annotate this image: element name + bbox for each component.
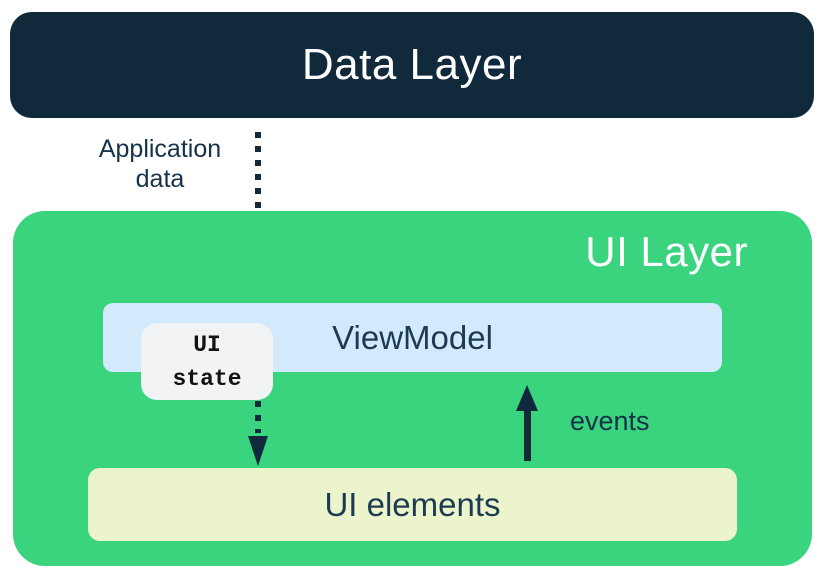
ui-state-label-line2: state <box>172 365 242 392</box>
application-data-label-line1: Application <box>98 135 222 163</box>
viewmodel-label: ViewModel <box>332 318 493 356</box>
ui-elements-box: UI elements <box>88 468 737 541</box>
ui-state-label-line1: UI <box>193 331 221 358</box>
data-layer-label: Data Layer <box>301 40 523 89</box>
application-data-label-line2: data <box>135 165 185 193</box>
ui-state-box: UI state <box>141 323 273 400</box>
application-data-label: Application data <box>60 134 260 194</box>
application-data-dotted-line <box>255 132 261 266</box>
ui-layer-label: UI Layer <box>585 228 748 275</box>
events-label: events <box>570 406 650 436</box>
ui-state-dotted-line <box>255 401 261 433</box>
ui-elements-label: UI elements <box>324 485 501 523</box>
data-layer-box: Data Layer <box>10 12 814 118</box>
events-arrow-shaft <box>524 408 531 461</box>
ui-state-arrowhead-icon <box>248 436 268 466</box>
events-arrowhead-icon <box>516 385 538 411</box>
